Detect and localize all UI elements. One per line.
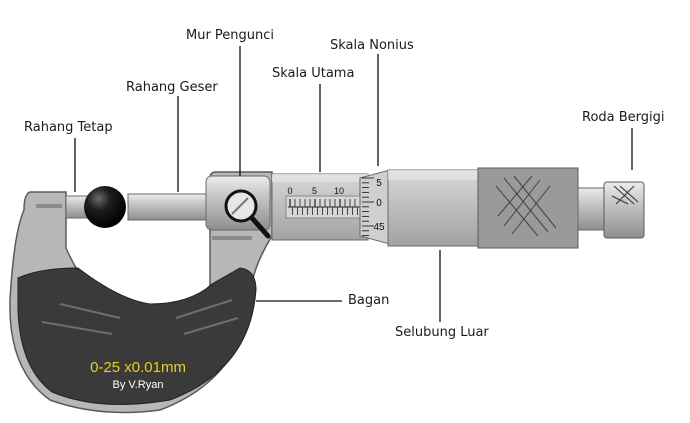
label-rahang-geser: Rahang Geser — [126, 80, 218, 95]
main-scale-label: 5 — [312, 186, 317, 196]
anvil-ball — [84, 186, 126, 228]
thimble-scale-ticks: 5 0 45 — [362, 177, 385, 237]
thimble — [387, 169, 481, 247]
label-bagan: Bagan — [348, 293, 390, 308]
thimble-scale-label: 45 — [373, 222, 385, 233]
thimble-scale-label: 0 — [376, 198, 382, 209]
thimble-scale-label: 5 — [376, 178, 382, 189]
spindle — [127, 193, 209, 221]
frame-range-text: 0-25 x0.01mm — [90, 359, 186, 376]
main-scale-label: 0 — [287, 186, 292, 196]
main-scale-label: 10 — [334, 186, 344, 196]
lock-nut — [205, 175, 271, 239]
label-rahang-tetap: Rahang Tetap — [24, 120, 113, 135]
ratchet-knob — [603, 181, 645, 239]
label-mur-pengunci: Mur Pengunci — [186, 28, 275, 43]
label-roda-bergigi: Roda Bergigi — [582, 110, 665, 125]
frame-author-text: By V.Ryan — [113, 379, 164, 391]
frame — [9, 171, 273, 414]
frame-body — [17, 267, 257, 405]
leader-lines — [74, 46, 633, 322]
label-selubung-luar: Selubung Luar — [395, 325, 489, 340]
label-skala-nonius: Skala Nonius — [330, 38, 414, 53]
label-skala-utama: Skala Utama — [272, 66, 355, 81]
ratchet-shaft — [577, 187, 605, 231]
